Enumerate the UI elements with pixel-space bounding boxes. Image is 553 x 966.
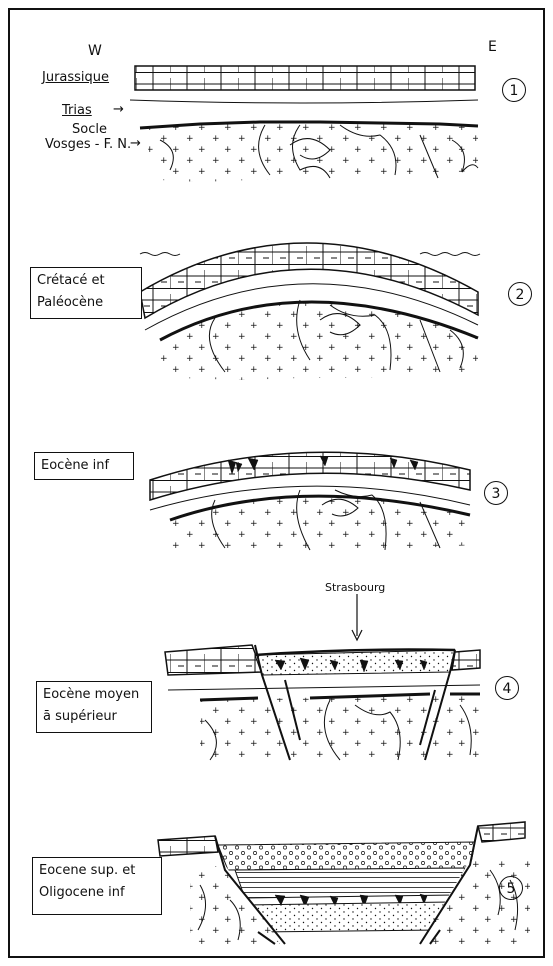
stage-3-label-line1: Eocène inf xyxy=(41,455,127,477)
socle-region-label: Vosges - F. N. xyxy=(45,137,131,152)
stage-2-number: 2 xyxy=(508,282,532,306)
stage-5-label-line1: Eocene sup. et xyxy=(39,860,155,882)
stage-5-number: 5 xyxy=(499,876,523,900)
stage-3-label-box: Eocène inf xyxy=(34,452,134,480)
socle-arrow: → xyxy=(130,136,141,151)
stage-2-label-line2: Paléocène xyxy=(37,292,135,314)
bedded-fill xyxy=(235,868,465,898)
trias-layer-line xyxy=(130,100,478,103)
west-shoulder-limestone xyxy=(158,836,218,856)
west-horst-limestone xyxy=(165,645,262,675)
stage-4-label-line2: ā supérieur xyxy=(43,706,145,728)
trias-arrow: → xyxy=(113,102,124,117)
trias-label: Trias xyxy=(62,103,92,118)
stage-5-label-line2: Oligocene inf xyxy=(39,882,155,904)
lower-graben-dots xyxy=(248,902,450,932)
east-shoulder-limestone xyxy=(478,822,525,842)
stage-4-label-box: Eocène moyen ā supérieur xyxy=(36,681,152,733)
eocene-arch xyxy=(150,452,470,500)
socle-4 xyxy=(200,694,480,760)
strasbourg-label: Strasbourg xyxy=(325,580,385,595)
stage-5-label-box: Eocene sup. et Oligocene inf xyxy=(32,857,162,915)
section-2 xyxy=(140,243,480,380)
section-1 xyxy=(130,66,478,182)
stage-4-label-line1: Eocène moyen xyxy=(43,684,145,706)
socle-label: Socle xyxy=(72,122,107,137)
section-3 xyxy=(150,452,470,553)
stage-4-number: 4 xyxy=(495,676,519,700)
trias-layer-4 xyxy=(168,685,480,690)
east-horst-limestone xyxy=(452,650,480,670)
stage-2-label-line1: Crétacé et xyxy=(37,270,135,292)
socle-2 xyxy=(160,302,478,380)
east-label: E xyxy=(488,40,497,55)
conglomerate-fill xyxy=(218,842,475,870)
jurassique-label: Jurassique xyxy=(42,70,109,85)
jurassique-layer xyxy=(135,66,475,90)
stage-1-number: 1 xyxy=(502,78,526,102)
stage-3-number: 3 xyxy=(484,481,508,505)
stage-2-label-box: Crétacé et Paléocène xyxy=(30,267,142,319)
west-label: W xyxy=(88,44,102,59)
section-5 xyxy=(158,822,530,944)
section-4 xyxy=(165,594,480,760)
